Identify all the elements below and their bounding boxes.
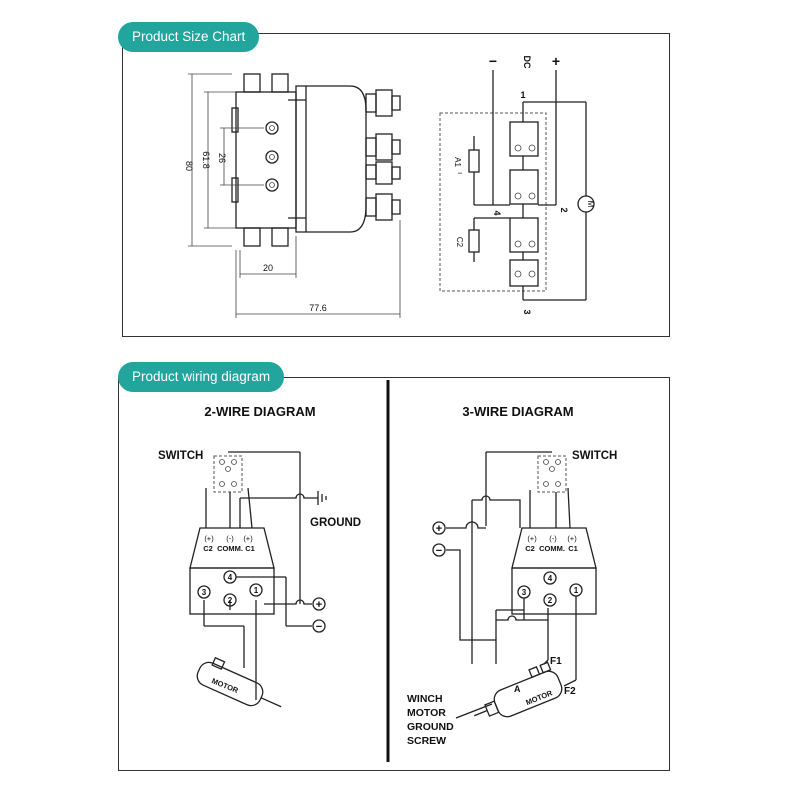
two-wire-c2-plus: (+)	[204, 534, 214, 543]
ground-screw-line-1: WINCH	[407, 693, 443, 705]
three-wire-f2-label: F2	[564, 686, 576, 697]
three-wire-c2-label: C2	[525, 544, 535, 553]
two-wire-ground-label: GROUND	[310, 517, 361, 529]
three-wire-lines	[446, 451, 577, 687]
three-wire-solenoid	[511, 527, 597, 615]
three-wire-terminal-2: 2	[548, 596, 553, 605]
three-wire-a-label: A	[514, 684, 521, 694]
three-wire-minus-label: −	[436, 545, 442, 557]
three-wire-terminal-1: 1	[574, 586, 579, 595]
ground-screw-pointer	[455, 703, 493, 719]
schematic-minus-label: −	[489, 53, 497, 69]
two-wire-comm-minus: (-)	[226, 534, 234, 543]
two-wire-switch-label: SWITCH	[158, 450, 203, 462]
size-chart-panel	[122, 33, 670, 337]
schematic-terminal-2: 2	[559, 207, 569, 212]
schematic-plus-label: +	[552, 53, 560, 69]
two-wire-c1-plus: (+)	[243, 534, 253, 543]
three-wire-c2-plus: (+)	[527, 534, 537, 543]
two-wire-solenoid	[189, 527, 275, 615]
dim-height-label: 80	[184, 161, 194, 171]
schematic-a1-sign: −	[457, 168, 462, 178]
dimension-lines	[188, 73, 401, 318]
ground-screw-line-4: SCREW	[407, 735, 446, 747]
relay-schematic	[439, 70, 595, 301]
ground-screw-line-2: MOTOR	[407, 707, 446, 719]
dim-depth-label: 20	[263, 263, 273, 273]
two-wire-motor-label: MOTOR	[210, 676, 240, 695]
three-wire-comm-label: COMM.	[539, 544, 565, 553]
two-wire-plus-terminal	[312, 597, 326, 611]
two-wire-c2-label: C2	[203, 544, 213, 553]
three-wire-heading: 3-WIRE DIAGRAM	[462, 404, 573, 419]
dim-length-label: 77.6	[309, 303, 327, 313]
schematic-motor-label: M	[586, 201, 595, 208]
three-wire-terminal-4: 4	[548, 574, 553, 583]
two-wire-minus-label: −	[316, 621, 322, 633]
dim-inner-label: 61.8	[201, 151, 211, 169]
schematic-c2-label: C2	[455, 237, 464, 248]
two-wire-c1-label: C1	[245, 544, 255, 553]
schematic-terminal-1: 1	[520, 90, 525, 100]
three-wire-plus-terminal	[432, 521, 446, 535]
relay-outline	[231, 73, 401, 247]
two-wire-comm-label: COMM.	[217, 544, 243, 553]
two-wire-terminal-1: 1	[254, 586, 259, 595]
two-wire-switch	[213, 455, 243, 493]
two-wire-terminal-4: 4	[228, 573, 233, 582]
three-wire-motor	[473, 661, 563, 718]
three-wire-f1-label: F1	[550, 656, 562, 667]
three-wire-terminals	[517, 571, 583, 607]
three-wire-switch-label: SWITCH	[572, 450, 617, 462]
three-wire-c1-label: C1	[568, 544, 578, 553]
three-wire-c1-plus: (+)	[567, 534, 577, 543]
three-wire-terminal-3: 3	[522, 588, 527, 597]
size-chart-title: Product Size Chart	[118, 22, 260, 52]
ground-screw-line-3: GROUND	[407, 721, 454, 733]
two-wire-motor	[196, 656, 282, 708]
two-wire-terminal-2: 2	[228, 596, 233, 605]
two-wire-terminal-3: 3	[202, 588, 207, 597]
wiring-panel	[118, 377, 670, 771]
wiring-title: Product wiring diagram	[118, 362, 285, 392]
dim-spacing-label: 26	[217, 153, 227, 163]
two-wire-plus-label: +	[316, 599, 322, 611]
schematic-terminal-4: 4	[492, 210, 502, 215]
two-wire-minus-terminal	[312, 619, 326, 633]
schematic-dc-label: DC	[522, 56, 532, 69]
three-wire-plus-label: +	[436, 523, 442, 535]
three-wire-minus-terminal	[432, 543, 446, 557]
two-wire-heading: 2-WIRE DIAGRAM	[204, 404, 315, 419]
schematic-a1-label: A1	[453, 157, 462, 167]
three-wire-comm-minus: (-)	[549, 534, 557, 543]
two-wire-terminals	[197, 570, 263, 607]
schematic-terminal-3: 3	[522, 309, 532, 314]
three-wire-switch	[537, 455, 567, 493]
two-wire-lines	[203, 451, 327, 700]
